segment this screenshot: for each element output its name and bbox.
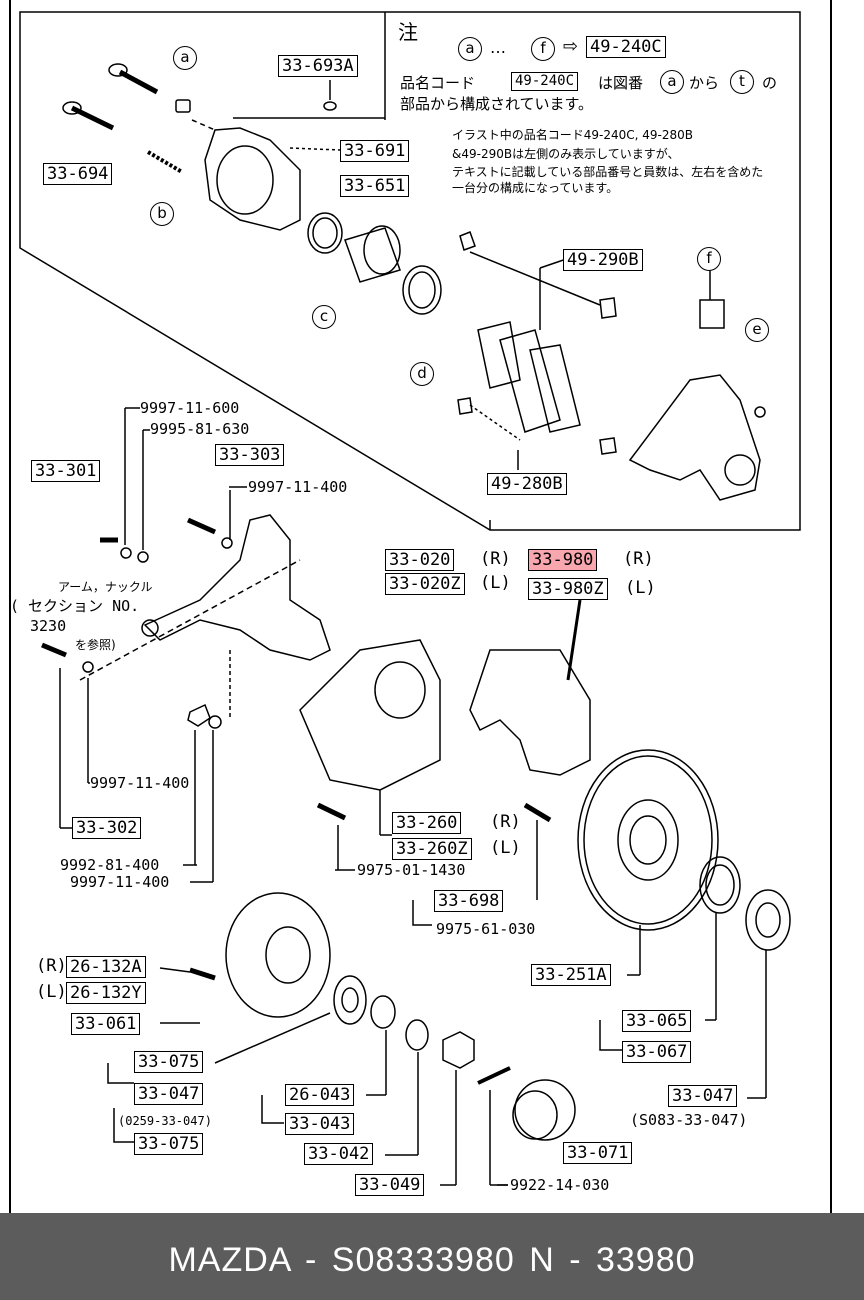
part-49-280B[interactable]: 49-280B <box>487 473 567 495</box>
callout-e: e <box>745 318 769 342</box>
note-line2-end: の <box>762 74 778 92</box>
note-line2-code: 49-240C <box>511 72 579 91</box>
callout-a: a <box>173 46 197 70</box>
part-33-260[interactable]: 33-260 <box>392 812 462 834</box>
part-33-251A[interactable]: 33-251A <box>531 964 611 986</box>
side-l-caliper: (L) <box>625 578 656 598</box>
note-line2-rest1: は図番 <box>598 74 644 92</box>
note-ellipsis: … <box>490 38 506 57</box>
note-line2-circle1: a <box>660 70 684 94</box>
part-33-020[interactable]: 33-020 <box>385 549 455 571</box>
ref-9995-81-630: 9995-81-630 <box>150 420 250 438</box>
arm-note-l1: アーム，ナックル <box>58 580 153 594</box>
note-line2-circle2: t <box>730 70 754 94</box>
part-33-075-top[interactable]: 33-075 <box>134 1051 204 1073</box>
ref-9997-11-400-a: 9997-11-400 <box>248 478 348 496</box>
callout-c: c <box>312 305 336 329</box>
arm-note-l2: ( セクション NO. <box>10 597 140 615</box>
part-33-693A[interactable]: 33-693A <box>278 55 358 77</box>
side-r-hub: (R) <box>36 956 67 976</box>
part-33-020Z[interactable]: 33-020Z <box>385 573 465 595</box>
part-33-047-left[interactable]: 33-047 <box>134 1083 204 1105</box>
ref-9997-11-400-b: 9997-11-400 <box>90 774 190 792</box>
note-heading: 注 <box>398 20 418 44</box>
arm-note-l3: 3230 <box>30 617 67 635</box>
part-33-980[interactable]: 33-980 <box>528 549 598 571</box>
part-33-067[interactable]: 33-067 <box>622 1041 692 1063</box>
part-33-047-right[interactable]: 33-047 <box>668 1085 738 1107</box>
ref-0259-33-047: (0259-33-047) <box>118 1114 212 1128</box>
part-33-071[interactable]: 33-071 <box>563 1142 633 1164</box>
side-r-caliper: (R) <box>623 549 654 569</box>
ref-9975-61-030: 9975-61-030 <box>436 920 536 938</box>
part-33-049[interactable]: 33-049 <box>355 1174 425 1196</box>
ref-S083-33-047: (S083-33-047) <box>630 1111 748 1129</box>
part-33-301[interactable]: 33-301 <box>31 460 101 482</box>
part-33-075-bottom[interactable]: 33-075 <box>134 1133 204 1155</box>
ref-9922-14-030: 9922-14-030 <box>510 1176 610 1194</box>
side-r-knuckle: (R) <box>480 549 511 569</box>
part-33-980Z[interactable]: 33-980Z <box>528 578 608 600</box>
note-circle-to: f <box>531 37 555 61</box>
callout-d: d <box>410 362 434 386</box>
guide-bolt-drawing <box>62 63 184 174</box>
side-l-knuckle: (L) <box>480 573 511 593</box>
exploded-view-drawing <box>9 0 832 1213</box>
ref-9997-11-400-c: 9997-11-400 <box>70 873 170 891</box>
part-33-651[interactable]: 33-651 <box>340 175 410 197</box>
note-sub3: テキストに記載している部品番号と員数は、左右を含めた <box>452 165 764 179</box>
note-arrow: ⇨ <box>563 36 579 57</box>
side-l-shield: (L) <box>490 838 521 858</box>
part-33-065[interactable]: 33-065 <box>622 1010 692 1032</box>
part-26-043[interactable]: 26-043 <box>285 1084 355 1106</box>
part-33-061[interactable]: 33-061 <box>71 1013 141 1035</box>
side-r-shield: (R) <box>490 812 521 832</box>
callout-f: f <box>697 247 721 271</box>
footer-part-number: MAZDA - S08333980 N - 33980 <box>168 1241 696 1279</box>
part-33-694[interactable]: 33-694 <box>43 163 113 185</box>
callout-b: b <box>150 202 174 226</box>
part-33-302[interactable]: 33-302 <box>72 817 142 839</box>
arm-note-l4: を参照) <box>75 638 116 652</box>
part-26-132A[interactable]: 26-132A <box>66 956 146 978</box>
note-line2-label: 品名コード <box>400 74 476 92</box>
note-sub2: &49-290Bは左側のみ表示していますが、 <box>452 147 680 161</box>
footer-bar: MAZDA - S08333980 N - 33980 <box>0 1213 864 1300</box>
part-33-698[interactable]: 33-698 <box>434 890 504 912</box>
part-33-260Z[interactable]: 33-260Z <box>392 838 472 860</box>
ref-9975-01-1430: 9975-01-1430 <box>357 861 466 879</box>
note-line2-mid: から <box>689 74 720 92</box>
part-33-043[interactable]: 33-043 <box>285 1113 355 1135</box>
part-33-691[interactable]: 33-691 <box>340 140 410 162</box>
note-sub1: イラスト中の品名コード49-240C, 49-280B <box>452 128 694 142</box>
ref-9997-11-600: 9997-11-600 <box>140 399 240 417</box>
side-l-hub: (L) <box>36 982 67 1002</box>
note-line3: 部品から構成されています。 <box>400 95 594 113</box>
note-code-ref: 49-240C <box>586 36 666 58</box>
note-sub4: 一台分の構成になっています。 <box>452 181 619 195</box>
ref-9992-81-400: 9992-81-400 <box>60 856 160 874</box>
part-33-042[interactable]: 33-042 <box>304 1143 374 1165</box>
part-49-290B[interactable]: 49-290B <box>563 249 643 271</box>
part-33-303[interactable]: 33-303 <box>215 444 285 466</box>
note-circle-from: a <box>458 37 482 61</box>
part-26-132Y[interactable]: 26-132Y <box>66 982 146 1004</box>
